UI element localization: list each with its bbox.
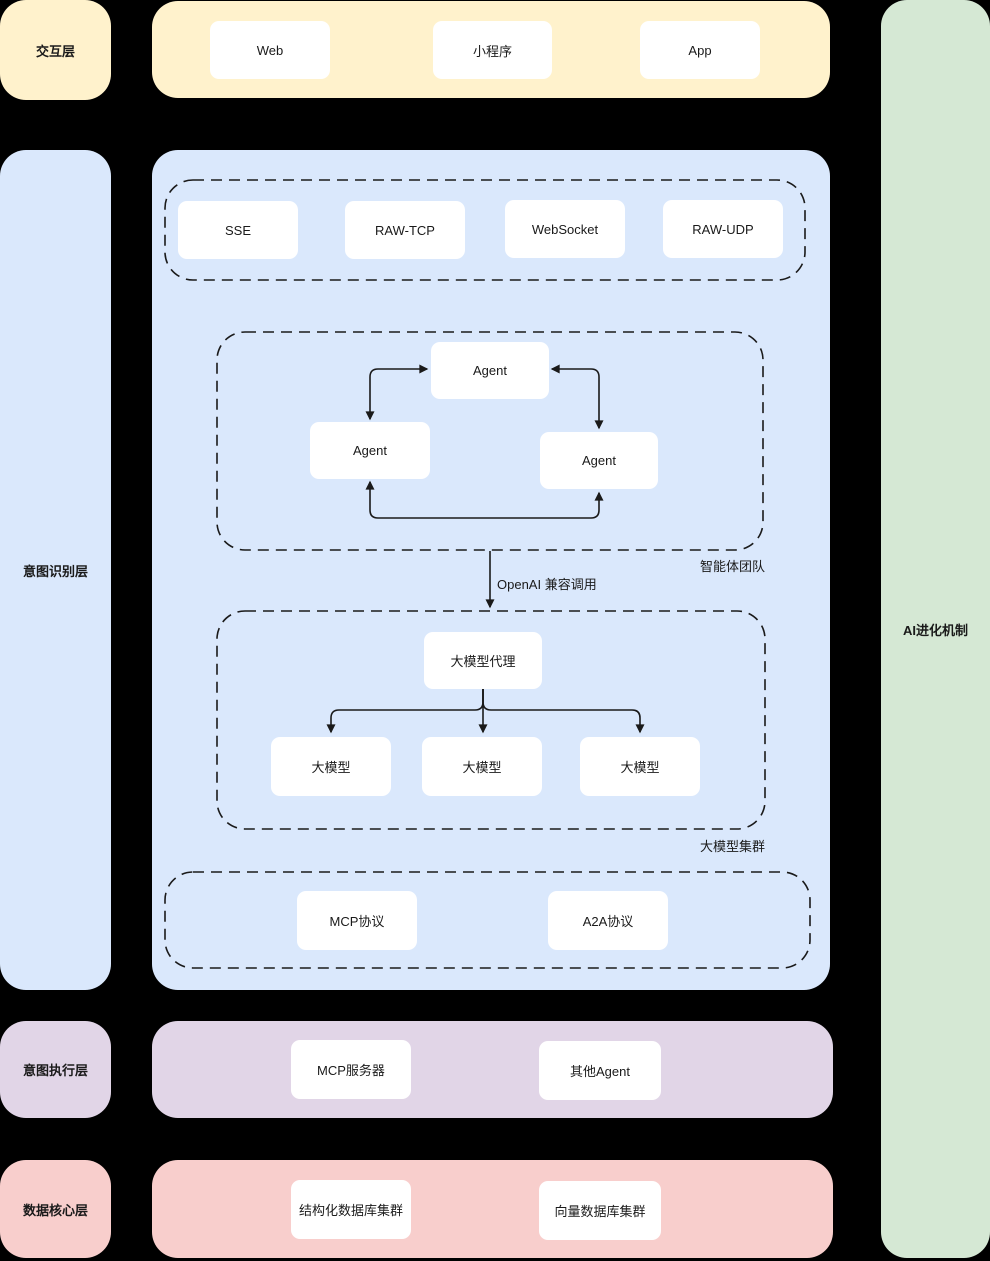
node-a2a-protocol: A2A协议 xyxy=(548,891,668,950)
execution-band xyxy=(152,1021,833,1118)
node-llm-1: 大模型 xyxy=(271,737,391,796)
node-mcp-server: MCP服务器 xyxy=(291,1040,411,1099)
node-raw-udp: RAW-UDP xyxy=(663,200,783,258)
openai-call-label: OpenAI 兼容调用 xyxy=(497,577,597,592)
node-agent-right: Agent xyxy=(540,432,658,489)
layer-label-ai-evolution: AI进化机制 xyxy=(881,0,990,1258)
node-sse: SSE xyxy=(178,201,298,259)
node-miniprogram: 小程序 xyxy=(433,21,552,79)
node-llm-3: 大模型 xyxy=(580,737,700,796)
node-mcp-protocol: MCP协议 xyxy=(297,891,417,950)
node-structured-db-cluster: 结构化数据库集群 xyxy=(291,1180,411,1239)
node-other-agent: 其他Agent xyxy=(539,1041,661,1100)
layer-label-interaction: 交互层 xyxy=(0,0,111,100)
node-web: Web xyxy=(210,21,330,79)
node-llm-proxy: 大模型代理 xyxy=(424,632,542,689)
node-agent-left: Agent xyxy=(310,422,430,479)
node-app: App xyxy=(640,21,760,79)
data-band xyxy=(152,1160,833,1258)
recognition-band xyxy=(152,150,830,990)
node-websocket: WebSocket xyxy=(505,200,625,258)
llm-cluster-caption: 大模型集群 xyxy=(699,839,765,854)
agent-team-caption: 智能体团队 xyxy=(699,559,765,574)
layer-label-data-core: 数据核心层 xyxy=(0,1160,111,1258)
node-raw-tcp: RAW-TCP xyxy=(345,201,465,259)
node-llm-2: 大模型 xyxy=(422,737,542,796)
node-vector-db-cluster: 向量数据库集群 xyxy=(539,1181,661,1240)
node-agent-top: Agent xyxy=(431,342,549,399)
layer-label-intent-execution: 意图执行层 xyxy=(0,1021,111,1118)
layer-label-intent-recognition: 意图识别层 xyxy=(0,150,111,990)
